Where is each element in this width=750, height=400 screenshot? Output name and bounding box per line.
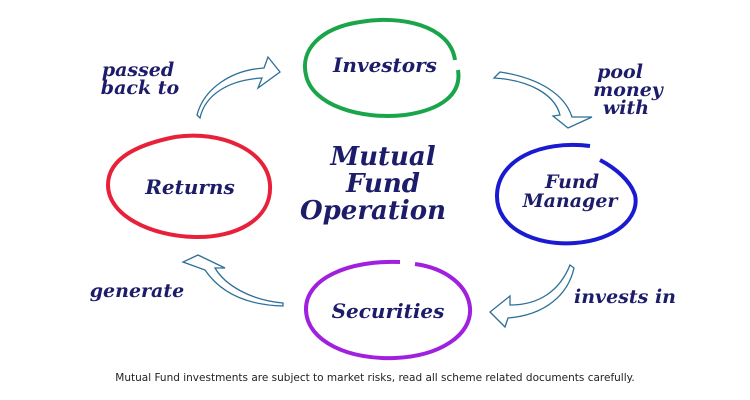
diagram-title: Mutual Fund Operation [300,142,446,226]
node-investors: Investors [302,17,461,118]
arrow-manager-to-securities [489,263,575,329]
returns-label: Returns [144,175,234,199]
node-securities: Securities [303,259,473,361]
node-fund-manager: Fund Manager [494,143,638,246]
arrow-returns-to-investors [196,55,281,120]
edge-label-passed-back-to: passed back to [101,59,180,99]
title-line1: Mutual [329,142,435,172]
disclaimer-text: Mutual Fund investments are subject to m… [115,372,635,384]
node-returns: Returns [105,133,273,240]
fund-manager-label-line1: Fund [544,171,599,193]
arrow-investors-to-manager [492,71,593,129]
investors-label: Investors [332,53,437,77]
fund-manager-ring [494,143,638,246]
edge-invests-in: invests in [574,286,676,308]
title-line3: Operation [300,196,446,226]
edge-with: with [603,97,649,119]
fund-manager-label-line2: Manager [522,190,620,212]
edge-generate: generate [90,280,184,302]
returns-ring [105,133,273,240]
arrow-securities-to-returns [181,254,284,307]
investors-ring [302,17,461,118]
securities-ring [303,259,473,361]
edge-passed: passed [102,59,174,81]
edge-label-pool-money-with: pool money with [593,61,665,119]
title-line2: Fund [345,169,420,199]
securities-label: Securities [332,299,445,323]
edge-money: money [593,79,665,101]
edge-pool: pool [597,61,643,83]
edge-back-to: back to [101,77,180,99]
